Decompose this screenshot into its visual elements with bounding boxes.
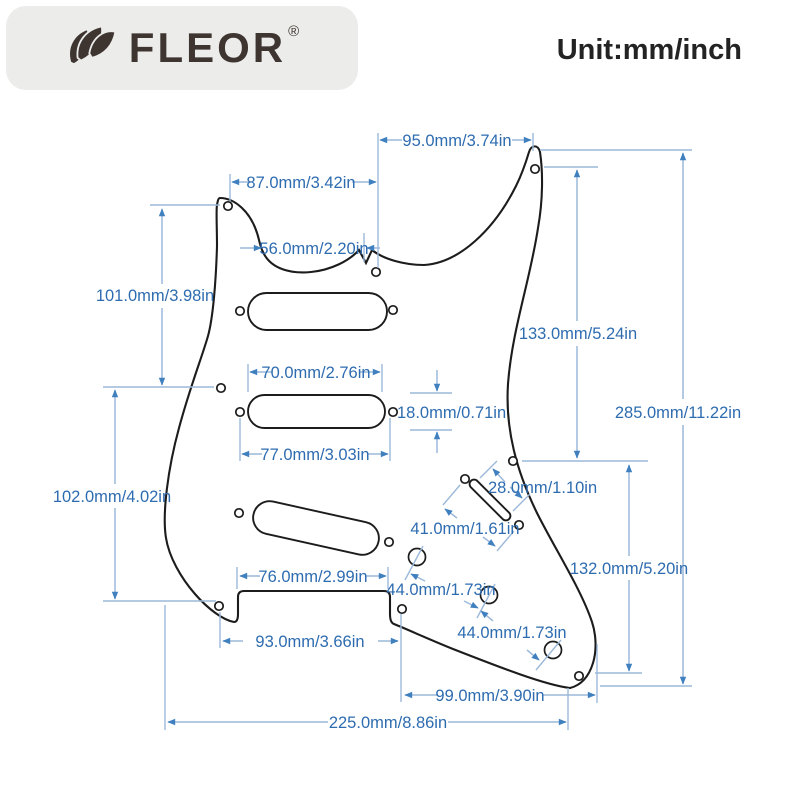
pickup-cutouts — [247, 292, 512, 556]
screw-hole — [222, 200, 234, 212]
dim-pot-spacing-1-label: 44.0mm/1.73in — [386, 581, 495, 599]
screw-hole — [370, 266, 382, 278]
unit-label: Unit:mm/inch — [556, 34, 742, 66]
screw-hole — [396, 603, 408, 615]
registered-trademark-mark: ® — [288, 23, 300, 40]
bridge-pickup-cutout — [252, 500, 380, 556]
extension-lines — [103, 133, 692, 730]
leaf-logo-icon — [68, 25, 117, 66]
brand-logo-card: FLEOR ® — [6, 6, 358, 90]
dim-pot-spacing-2-label: 44.0mm/1.73in — [457, 624, 566, 642]
dim-bottom-screw-span-label: 93.0mm/3.66in — [255, 633, 364, 651]
screw-hole — [234, 305, 246, 317]
screw-hole — [213, 600, 225, 612]
dim-pickup-width-label: 18.0mm/0.71in — [397, 404, 506, 422]
dim-bottom-right-width-label: 99.0mm/3.90in — [435, 687, 544, 705]
middle-pickup-cutout — [247, 394, 386, 429]
neck-pickup-cutout — [247, 292, 388, 331]
dim-switch-screw-span-label: 41.0mm/1.61in — [410, 520, 519, 538]
dim-total-width-label: 225.0mm/8.86in — [329, 714, 447, 732]
screw-hole — [573, 670, 585, 682]
dim-pickup-screw-span-label: 77.0mm/3.03in — [260, 446, 369, 464]
dimension-labels: 95.0mm/3.74in 87.0mm/3.42in 56.0mm/2.20i… — [53, 132, 741, 732]
screw-hole — [234, 406, 246, 418]
dim-bridge-notch-width-label: 76.0mm/2.99in — [258, 568, 367, 586]
screw-hole — [513, 519, 525, 531]
screw-hole — [233, 507, 245, 519]
dim-right-lower-height-label: 132.0mm/5.20in — [570, 560, 688, 578]
dimension-lines — [111, 136, 687, 726]
dim-left-upper-height-label: 101.0mm/3.98in — [96, 287, 214, 305]
screw-hole — [215, 382, 227, 394]
brand-name: FLEOR — [128, 24, 287, 71]
dim-top-width-label: 95.0mm/3.74in — [402, 132, 511, 150]
dim-right-upper-height-label: 133.0mm/5.24in — [519, 325, 637, 343]
dim-neck-pocket-width-label: 56.0mm/2.20in — [259, 240, 368, 258]
screw-hole — [383, 536, 395, 548]
screw-hole — [387, 304, 399, 316]
dim-left-lower-height-label: 102.0mm/4.02in — [53, 488, 171, 506]
dim-switch-slot-length-label: 28.0mm/1.10in — [488, 479, 597, 497]
screw-hole — [387, 406, 399, 418]
screw-hole — [529, 163, 541, 175]
screw-hole — [507, 455, 519, 467]
switch-slot — [468, 478, 512, 522]
dim-total-height-label: 285.0mm/11.22in — [615, 404, 741, 422]
screw-hole — [459, 473, 471, 485]
dim-upper-left-width-label: 87.0mm/3.42in — [246, 174, 355, 192]
dim-pickup-length-label: 70.0mm/2.76in — [261, 364, 370, 382]
